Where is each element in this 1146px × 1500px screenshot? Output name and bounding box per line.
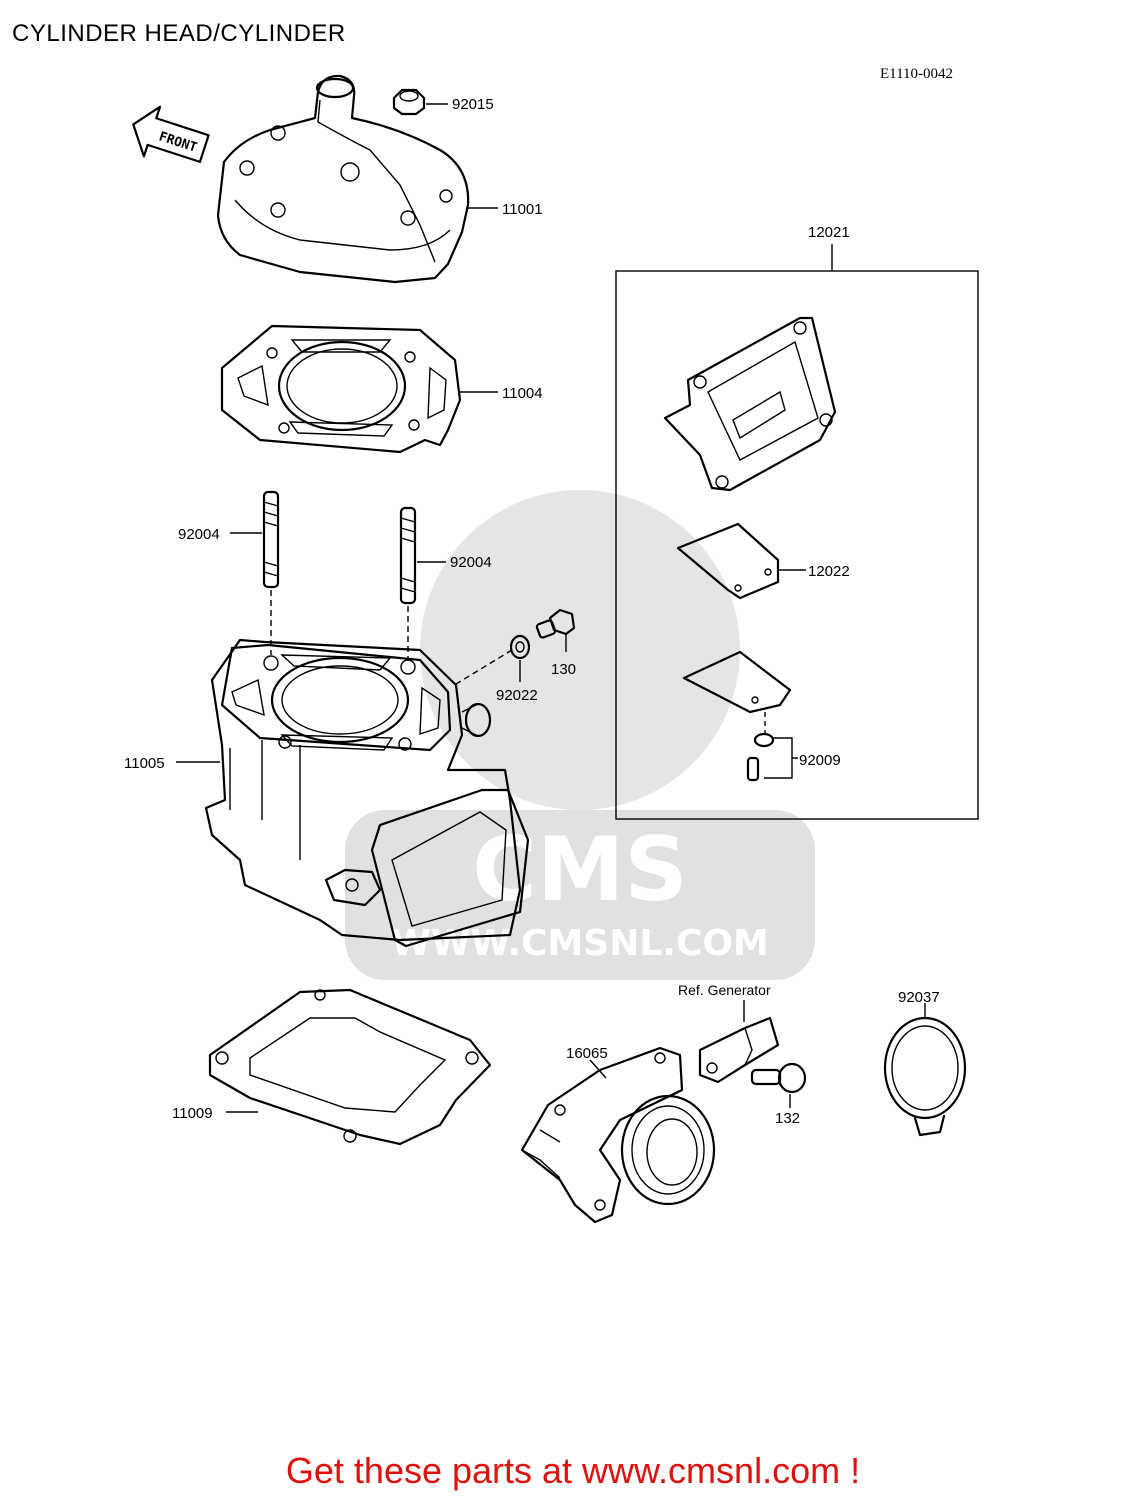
label-132: 132 [775,1110,800,1127]
label-92015: 92015 [452,96,494,113]
part-92037-clamp[interactable] [883,1003,967,1137]
label-92004-left: 92004 [178,526,220,543]
part-11009-base-gasket[interactable] [208,988,492,1146]
label-11004: 11004 [502,385,543,402]
label-11001: 11001 [502,201,543,218]
front-arrow-label: FRONT [157,129,199,155]
part-12022-reed[interactable] [676,522,806,600]
page-title: CYLINDER HEAD/CYLINDER [12,20,346,47]
part-132-bolt[interactable] [750,1062,807,1108]
part-11004-head-gasket[interactable] [220,324,498,454]
label-92004-right: 92004 [450,554,492,571]
diagram-code: E1110-0042 [880,66,954,82]
part-11001-cylinder-head[interactable] [216,74,498,284]
label-92009: 92009 [799,752,841,769]
label-92037: 92037 [898,989,940,1006]
part-92004-stud-left[interactable] [230,490,280,655]
label-92022: 92022 [496,687,538,704]
watermark-url: WWW.CMSNL.COM [391,923,769,964]
part-130-bolt[interactable] [535,608,576,652]
front-arrow-icon: FRONT [132,105,210,163]
reed-stopper [682,650,792,735]
part-16065-intake-manifold[interactable] [520,1046,716,1224]
part-12021-reed-valve-assembly[interactable] [615,244,979,820]
label-16065: 16065 [566,1045,608,1062]
exploded-parts-diagram: CMS WWW.CMSNL.COM FRONT [124,74,979,1224]
part-92009-screw[interactable] [746,732,798,782]
label-11009: 11009 [172,1105,213,1122]
generator-bracket [698,1000,780,1084]
watermark-brand: CMS [472,818,688,921]
part-11005-cylinder[interactable] [176,638,530,948]
label-12021: 12021 [808,224,850,241]
part-92015-nut[interactable] [392,88,448,116]
watermark: CMS WWW.CMSNL.COM [345,490,815,980]
footer-link[interactable]: Get these parts at www.cmsnl.com ! [285,1450,861,1491]
label-ref-generator: Ref. Generator [678,982,771,998]
label-12022: 12022 [808,563,850,580]
label-11005: 11005 [124,755,165,772]
part-92004-stud-right[interactable] [399,506,446,660]
label-130: 130 [551,661,576,678]
part-92022-washer[interactable] [455,634,531,685]
